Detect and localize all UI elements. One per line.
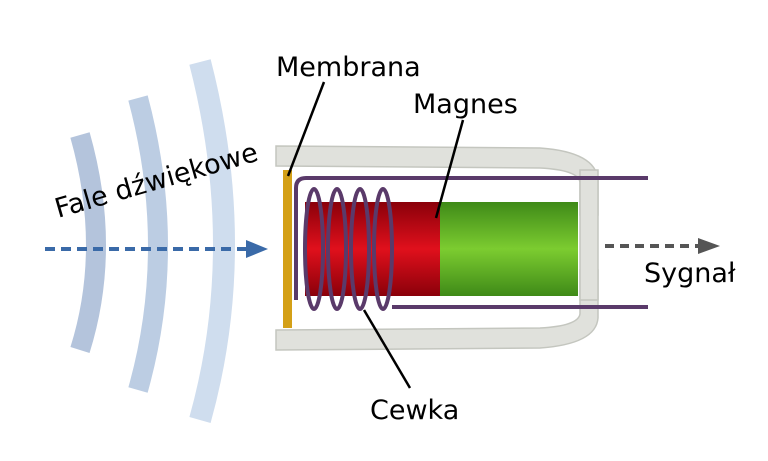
sound-wave-1 [70,132,106,353]
coil [303,187,394,311]
microphone-housing [275,145,599,351]
sound-wave-3 [189,59,235,423]
leader-lines [286,81,465,389]
magnet-leader [434,119,465,219]
coil-loop-3 [349,187,371,311]
membrane-label: Membrana [276,52,421,83]
signal-arrow [605,238,720,254]
coil-loop-2 [326,187,348,311]
signal-wires [294,176,648,309]
magnet-north-pole [440,202,578,296]
signal-label: Sygnał [644,258,736,289]
sound-wave-arrow [45,240,268,258]
housing-back-upper [579,169,599,301]
coil-loop-4 [372,187,394,311]
sound-waves [70,59,235,423]
magnet-label: Magnes [413,89,518,120]
membrane-leader [286,81,326,177]
coil-leader [362,309,412,389]
coil-loop-1 [303,187,325,311]
sound-wave-2 [128,95,168,393]
coil-label: Cewka [370,395,459,426]
membrane [283,170,292,328]
signal-wire-top [294,176,648,300]
